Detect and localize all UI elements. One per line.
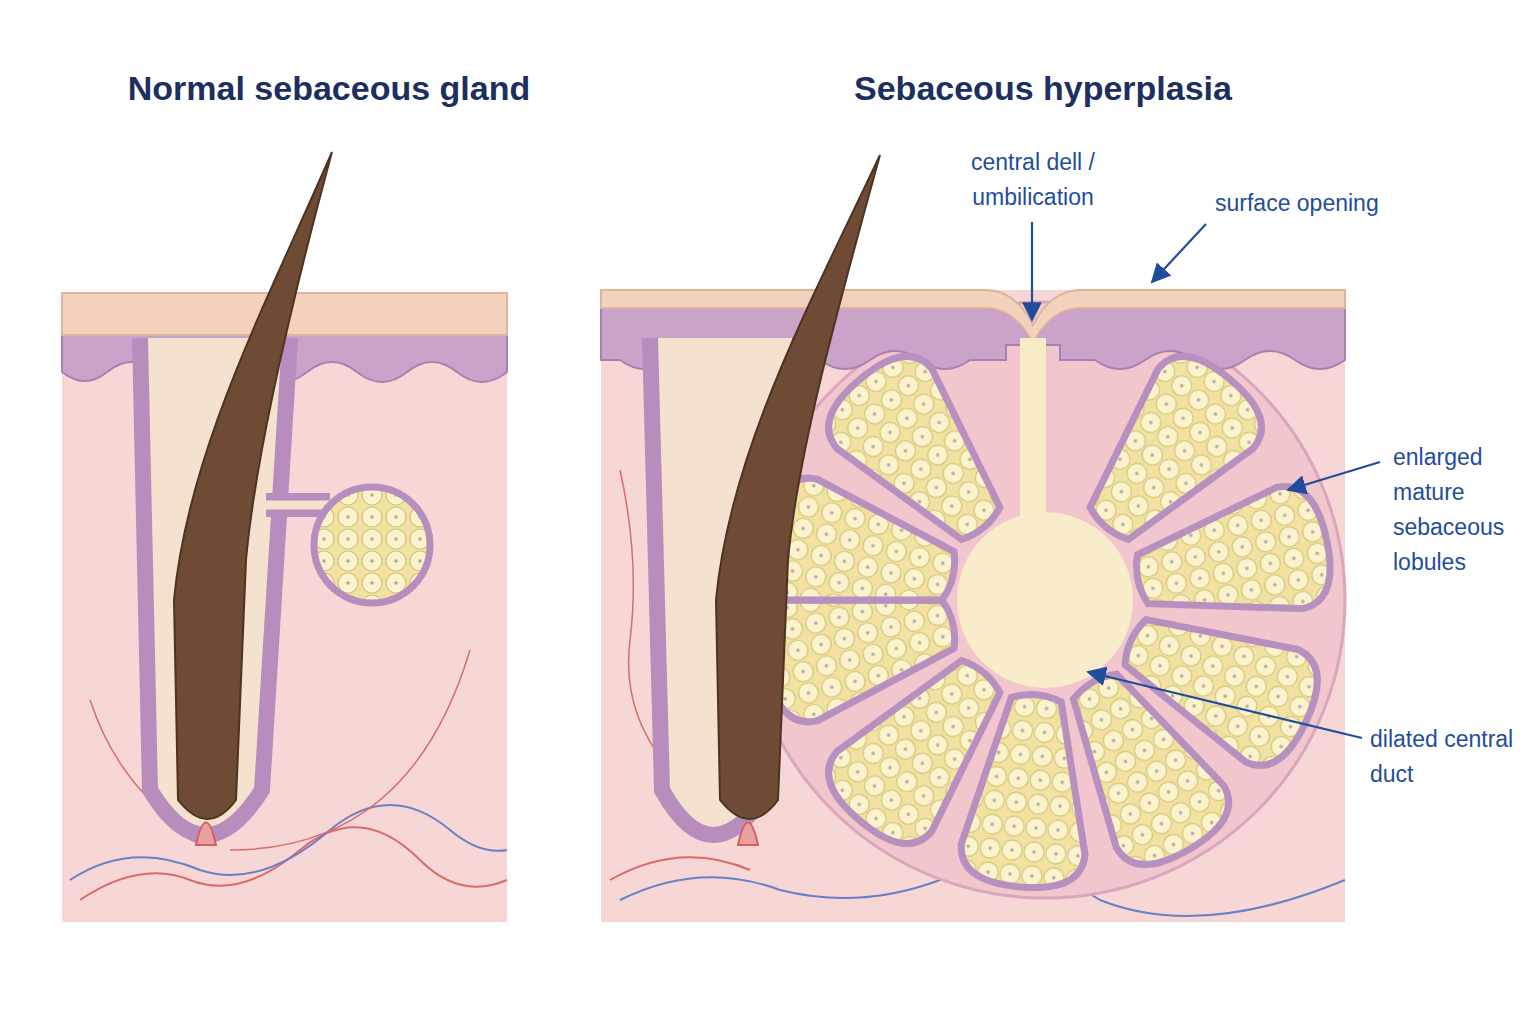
dermis: [601, 290, 1345, 922]
dermal-papilla: [196, 823, 216, 846]
callout-label: surface opening: [1215, 186, 1379, 221]
hair-shaft: [716, 155, 880, 819]
leader-arrow: [1088, 672, 1362, 738]
callout-label: dilated central duct: [1370, 722, 1520, 792]
dermis: [62, 293, 507, 922]
panel-heading: Sebaceous hyperplasia: [854, 60, 1232, 116]
sebaceous-gland: [314, 487, 430, 603]
blood-vessel: [610, 857, 750, 880]
normal-skin-section: [62, 152, 507, 922]
skin-surface: [601, 290, 1345, 343]
leader-arrow: [1031, 222, 1033, 320]
leader-arrow: [1288, 462, 1380, 490]
callout-label: enlarged mature sebaceous lobules: [1393, 440, 1528, 580]
hair-shaft: [174, 152, 332, 819]
hyperplasia-skin-section: [601, 155, 1345, 922]
lobule-cluster: [751, 340, 1340, 893]
gland-capsule: [745, 302, 1345, 898]
leader-lines: [1032, 222, 1380, 738]
panel-heading: Normal sebaceous gland: [128, 60, 530, 116]
blood-vessel: [80, 827, 507, 900]
dermal-papilla: [738, 823, 758, 846]
central-duct: [957, 512, 1133, 688]
leader-arrow: [1152, 224, 1206, 282]
panel-band: Normal sebaceous gland: [62, 60, 507, 922]
callout-label: central dell / umbilication: [943, 145, 1123, 215]
blood-vessel: [70, 805, 507, 880]
sebaceous-lobule: [1125, 479, 1340, 640]
